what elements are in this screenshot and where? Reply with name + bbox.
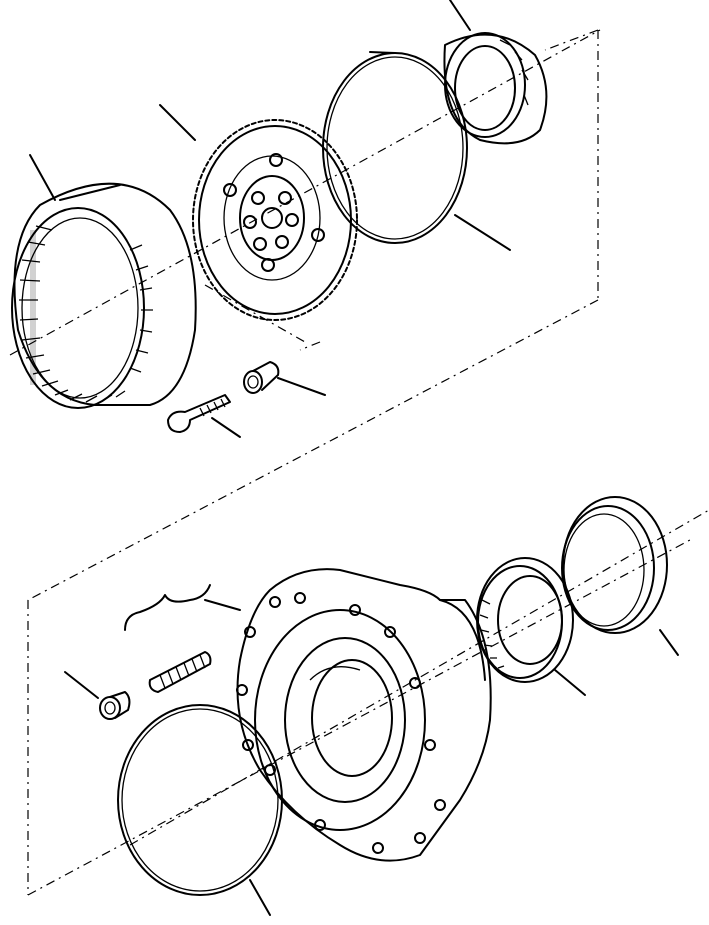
outer-bearing-icon (443, 0, 548, 145)
bushing-icon (243, 361, 326, 396)
bearing-icon (476, 557, 586, 696)
seal-icon (561, 496, 679, 656)
toothed-plate-icon (159, 104, 358, 321)
top-group-frame (9, 29, 601, 601)
snap-ring-icon (322, 51, 511, 251)
bottom-group-frame (27, 509, 709, 896)
stud-icon (124, 584, 212, 693)
ring-gear-icon (11, 154, 197, 409)
o-ring-icon (117, 704, 283, 916)
nut-icon (64, 671, 131, 720)
hub-icon (204, 568, 492, 862)
bolt-icon (167, 394, 241, 438)
